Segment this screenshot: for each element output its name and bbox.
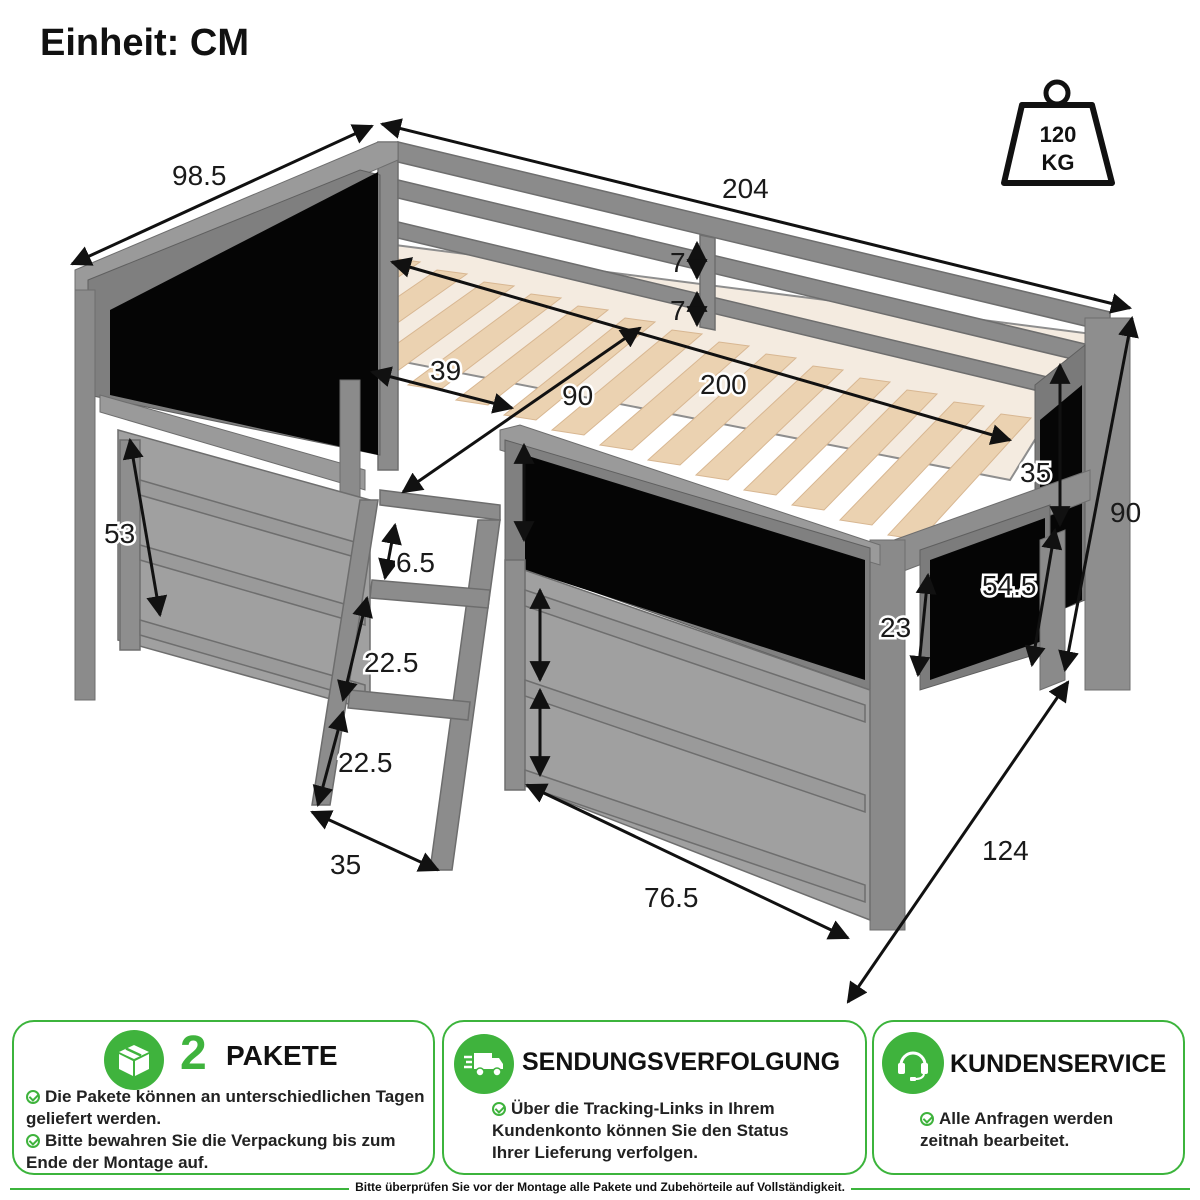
weight-value: 120 [1040,122,1077,147]
dim-leg-54-5: 54.5 [982,570,1037,601]
panel-tracking-title: SENDUNGSVERFOLGUNG [522,1048,841,1076]
panel-customer-service-bullet-1: Alle Anfragen werden zeitnah bearbeitet. [920,1109,1114,1150]
panel-packages-title: PAKETE [226,1040,338,1071]
delivery-truck-icon [454,1034,514,1094]
dim-length-total: 204 [722,173,769,204]
dim-rail-gap-bottom: 7 [670,295,686,326]
check-icon [492,1102,506,1116]
panel-packages: 2 PAKETE Die Pakete können an unterschie… [12,1020,435,1175]
headset-icon [882,1032,944,1094]
check-icon [26,1090,40,1104]
bed-diagram: 120 KG [70,79,1141,1004]
panel-tracking: SENDUNGSVERFOLGUNG Über die Tracking-Lin… [442,1020,867,1175]
dim-ladder-step-2: 22.5 [338,747,393,778]
package-icon [104,1030,164,1090]
dim-end-panel-35: 35 [1020,457,1051,488]
dim-ladder-step-1: 22.5 [364,647,419,678]
dim-width-total: 98.5 [172,160,227,191]
dim-mattress-length: 200 [700,369,747,400]
dim-ladder-width: 35 [330,849,361,880]
dim-total-height: 90 [1110,497,1141,528]
dim-shelf-width: 76.5 [644,882,699,913]
panel-tracking-bullet-1: Über die Tracking-Links in Ihrem Kundenk… [492,1099,789,1162]
check-icon [920,1112,934,1126]
panel-packages-bullet-1: Die Pakete können an unterschiedlichen T… [26,1087,425,1128]
check-icon [26,1134,40,1148]
dim-depth-124: 124 [982,835,1029,866]
footer-note: Bitte überprüfen Sie vor der Montage all… [0,1180,1200,1194]
dim-panel-23: 23 [880,612,911,643]
panel-customer-service-title: KUNDENSERVICE [950,1050,1167,1078]
dim-step-6-5: 6.5 [396,547,435,578]
dim-rail-gap-top: 7 [670,247,686,278]
dim-shelf-height: 53 [104,518,135,549]
weight-unit: KG [1042,150,1075,175]
panel-packages-bullet-2: Bitte bewahren Sie die Verpackung bis zu… [26,1131,396,1172]
dim-inner-39: 39 [430,355,461,386]
dimension-lines [70,118,1139,1004]
dim-mattress-width: 90 [562,380,593,411]
weight-icon: 120 KG [1001,79,1115,186]
panel-customer-service: KUNDENSERVICE Alle Anfragen werden zeitn… [872,1020,1185,1175]
package-count: 2 [180,1027,207,1080]
unit-title: Einheit: CM [40,22,249,64]
